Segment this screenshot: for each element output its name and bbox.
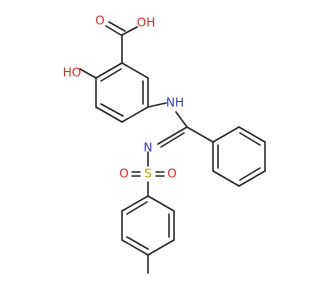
sulfonyl-bonds (131, 171, 165, 177)
carboxylic-acid (105, 21, 138, 64)
tolyl-ring (121, 195, 175, 256)
phenyl-ring (212, 126, 266, 187)
phenol-bond (79, 68, 97, 79)
aryl-nh-bond (147, 102, 167, 108)
c-phenyl-bond (186, 126, 214, 143)
acid-o-label: O (95, 14, 104, 28)
ho-label: HO (63, 66, 81, 80)
nh-c-bond (175, 111, 188, 128)
s-label: S (144, 167, 152, 181)
n-label: N (144, 141, 153, 155)
o-right-label: O (167, 167, 176, 181)
molecule-diagram: OH O HO NH N S O O (63, 14, 266, 274)
salicylic-ring (95, 62, 149, 123)
nh-label: NH (166, 96, 184, 110)
imine-double-bond (157, 126, 188, 148)
o-left-label: O (119, 167, 128, 181)
acid-oh-label: OH (137, 16, 155, 30)
structure-svg: OH O HO NH N S O O (63, 14, 266, 274)
